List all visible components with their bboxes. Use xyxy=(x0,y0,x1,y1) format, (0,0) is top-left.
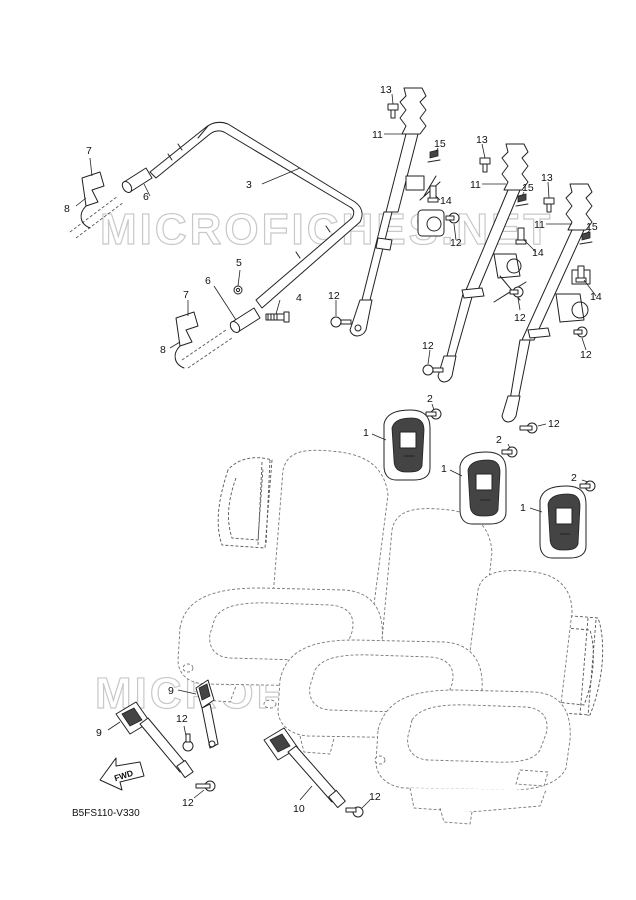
callout-12: 12 xyxy=(328,290,340,302)
bolt-14-right xyxy=(575,265,587,283)
seat-belt-right xyxy=(501,183,593,423)
sleeve-upper xyxy=(121,167,153,193)
callout-11: 11 xyxy=(470,179,481,191)
bracket-upper xyxy=(69,171,125,239)
leader-lines xyxy=(75,93,597,809)
callout-14: 14 xyxy=(590,291,602,303)
callout-12: 12 xyxy=(176,713,188,725)
seat-belt-left xyxy=(349,87,445,337)
callout-6: 6 xyxy=(143,191,149,203)
bracket-lower xyxy=(174,311,233,369)
bolt-4 xyxy=(265,311,290,323)
bolt-13-middle xyxy=(479,157,491,173)
callout-2: 2 xyxy=(496,434,502,446)
callout-15: 15 xyxy=(434,138,446,150)
callout-2: 2 xyxy=(427,393,433,405)
callout-11: 11 xyxy=(534,219,545,231)
sleeve-lower xyxy=(229,307,261,333)
callout-12: 12 xyxy=(422,340,434,352)
headrest-left xyxy=(383,409,431,481)
seat-belt-middle xyxy=(437,143,529,383)
callout-14: 14 xyxy=(532,247,544,259)
bolt-14-middle xyxy=(515,227,527,245)
callout-12: 12 xyxy=(369,791,381,803)
diagram-code: B5FS110-V330 xyxy=(72,808,140,819)
callout-1: 1 xyxy=(363,427,369,439)
bolt-2-left xyxy=(425,408,442,420)
callout-12: 12 xyxy=(182,797,194,809)
callout-5: 5 xyxy=(236,257,242,269)
callout-4: 4 xyxy=(296,292,302,304)
roll-bar xyxy=(149,121,363,309)
callout-7: 7 xyxy=(86,145,92,157)
callout-7: 7 xyxy=(183,289,189,301)
bolt-13-left xyxy=(387,103,399,119)
callout-13: 13 xyxy=(476,134,488,146)
clip-15-left xyxy=(427,149,441,163)
headrest-middle xyxy=(459,451,507,525)
callout-13: 13 xyxy=(380,84,392,96)
callout-numbers: 13 11 15 13 11 15 13 11 15 14 14 14 12 1… xyxy=(64,84,602,815)
callout-13: 13 xyxy=(541,172,553,184)
seat-assembly-outline xyxy=(177,449,604,825)
callout-15: 15 xyxy=(522,182,534,194)
fwd-arrow-icon: FWD xyxy=(99,757,145,791)
callout-6: 6 xyxy=(205,275,211,287)
headrest-right xyxy=(539,485,587,559)
callout-12: 12 xyxy=(580,349,592,361)
clip-15-middle xyxy=(515,193,529,207)
bolt-2-right xyxy=(579,480,596,492)
callout-12: 12 xyxy=(450,237,462,249)
callout-9: 9 xyxy=(96,727,102,739)
callout-8: 8 xyxy=(160,344,166,356)
bolt-14-left xyxy=(427,185,439,203)
callout-2: 2 xyxy=(571,472,577,484)
buckle-10 xyxy=(263,727,346,809)
callout-8: 8 xyxy=(64,203,70,215)
buckle-9-upper xyxy=(195,679,219,749)
callout-12: 12 xyxy=(514,312,526,324)
callout-15: 15 xyxy=(586,221,598,233)
callout-1: 1 xyxy=(441,463,447,475)
callout-10: 10 xyxy=(293,803,305,815)
callout-1: 1 xyxy=(520,502,526,514)
callout-12: 12 xyxy=(548,418,560,430)
buckle-9-lower xyxy=(115,701,194,779)
bolts-12 xyxy=(182,212,588,818)
callout-3: 3 xyxy=(246,179,252,191)
washer-5 xyxy=(233,285,243,295)
callout-14: 14 xyxy=(440,195,452,207)
callout-11: 11 xyxy=(372,129,383,141)
callout-9: 9 xyxy=(168,685,174,697)
bolt-2-middle xyxy=(501,446,518,458)
